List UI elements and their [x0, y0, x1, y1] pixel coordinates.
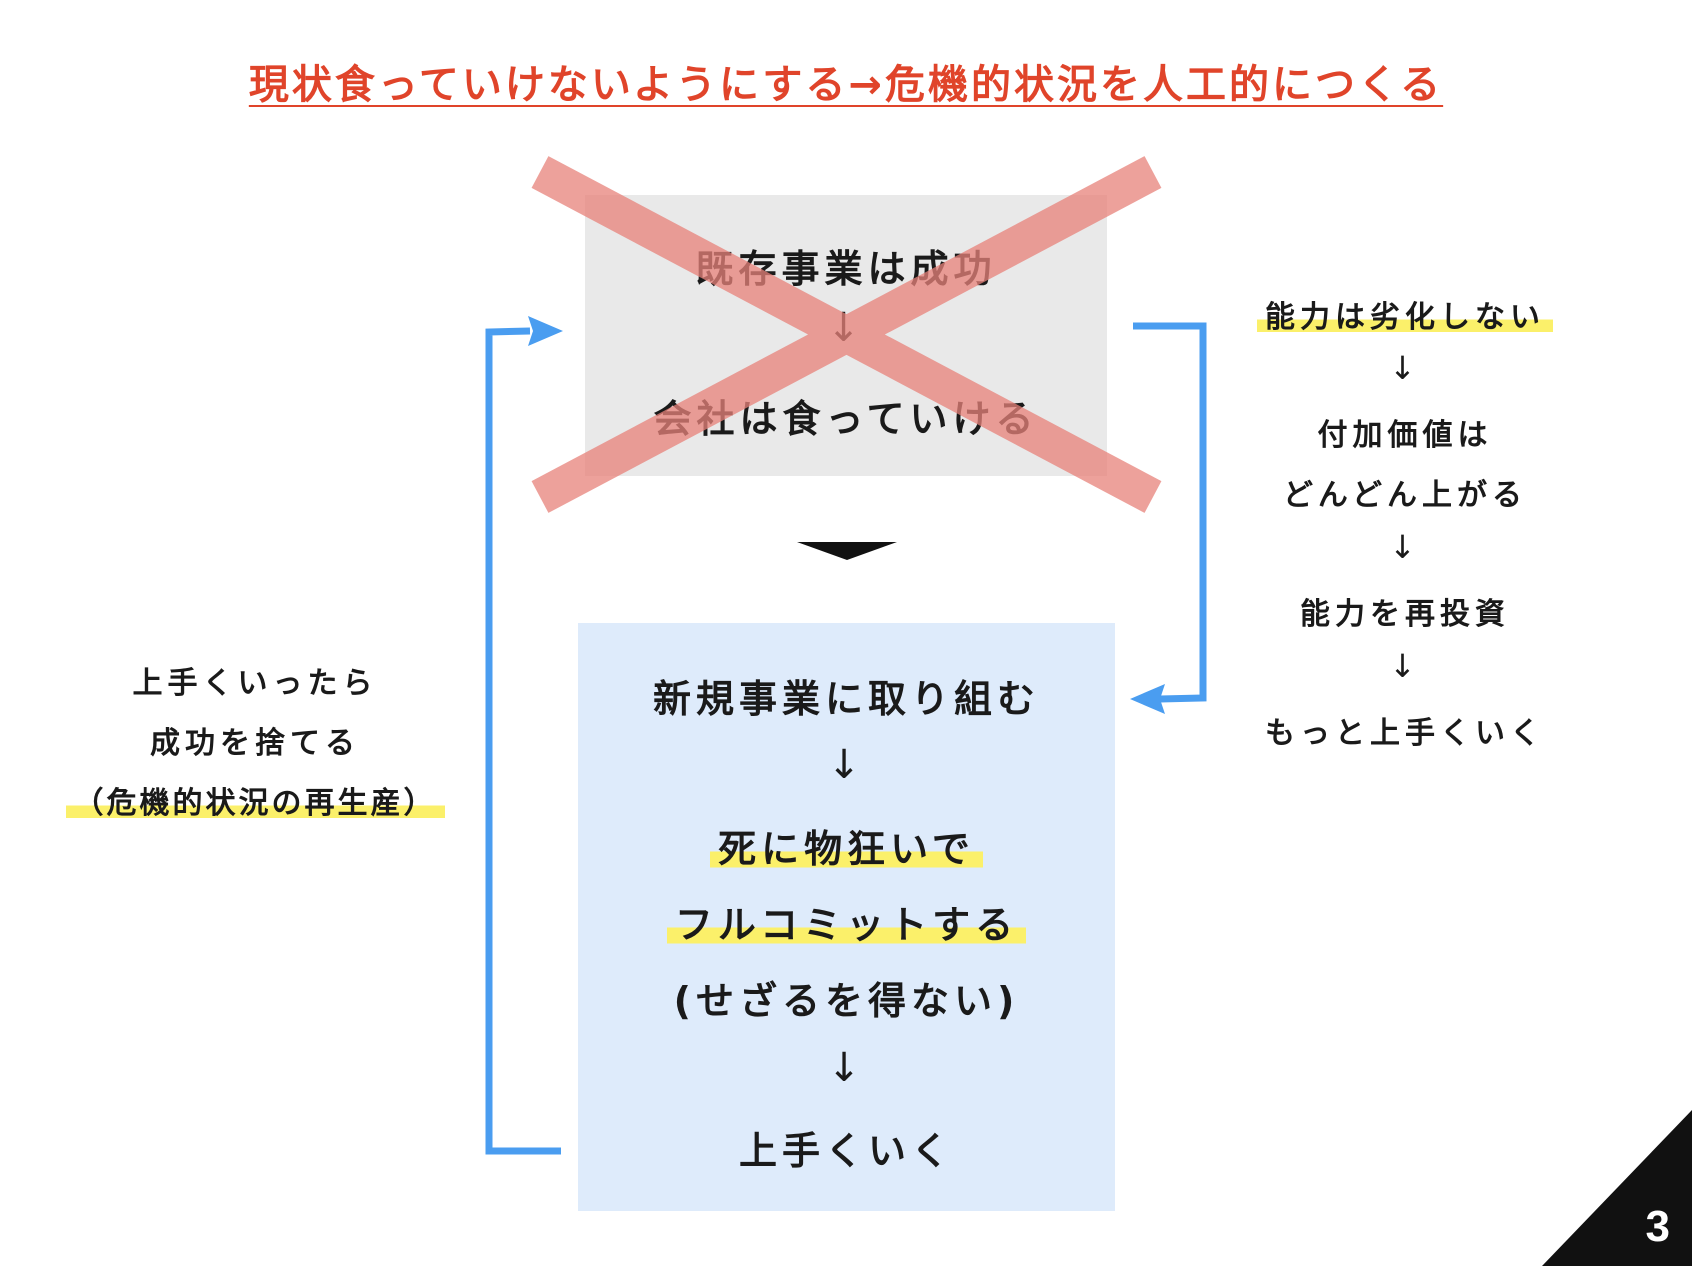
- right-note-line3: どんどん上がる: [1282, 478, 1528, 513]
- new-model-line2: 死に物狂いで: [710, 827, 983, 871]
- right-loop-arrowhead: [1130, 684, 1165, 714]
- page-number: 3: [1645, 1202, 1670, 1251]
- right-note-arrow-2: ↓: [1389, 528, 1421, 566]
- right-note-line2: 付加価値は: [1317, 418, 1493, 453]
- left-note-line1: 上手くいったら: [132, 666, 378, 701]
- right-note-line1: 能力は劣化しない: [1257, 300, 1553, 335]
- new-model-arrow-1: ↓: [827, 742, 866, 788]
- headline: 現状食っていけないようにする→危機的状況を人工的につくる: [0, 52, 1692, 110]
- left-loop-arrow: [485, 327, 561, 1155]
- right-note-line4: 能力を再投資: [1300, 597, 1510, 632]
- cross-out-mark: [531, 156, 1162, 513]
- new-model-arrow-2: ↓: [827, 1045, 866, 1091]
- left-note-line3: （危機的状況の再生産）: [65, 786, 445, 821]
- new-model-line5: 上手くいく: [738, 1129, 954, 1173]
- right-note-arrow-3: ↓: [1389, 647, 1421, 685]
- down-triangle: [797, 542, 897, 560]
- corner-badge: [1542, 1110, 1692, 1266]
- right-note-arrow-1: ↓: [1389, 349, 1421, 387]
- left-note-line2: 成功を捨てる: [150, 726, 360, 761]
- new-model-line1: 新規事業に取り組む: [652, 677, 1040, 721]
- headline-text: 現状食っていけないようにする→危機的状況を人工的につくる: [248, 62, 1444, 108]
- new-model-line3: フルコミットする: [666, 903, 1027, 947]
- left-note-line3-wrap: （危機的状況の再生産）: [40, 778, 470, 822]
- left-loop-line: [485, 327, 561, 1155]
- right-loop-line: [1133, 322, 1207, 703]
- new-model-line4: (せざるを得ない): [673, 979, 1020, 1023]
- left-loop-arrowhead: [528, 316, 563, 346]
- right-loop-arrow: [1133, 322, 1207, 703]
- right-note-line1-wrap: 能力は劣化しない: [1230, 292, 1580, 336]
- right-note-line5: もっと上手くいく: [1265, 716, 1545, 751]
- cross-stroke-2: [531, 156, 1162, 513]
- new-model-line2-wrap: 死に物狂いで: [578, 818, 1115, 873]
- new-model-line3-wrap: フルコミットする: [578, 894, 1115, 949]
